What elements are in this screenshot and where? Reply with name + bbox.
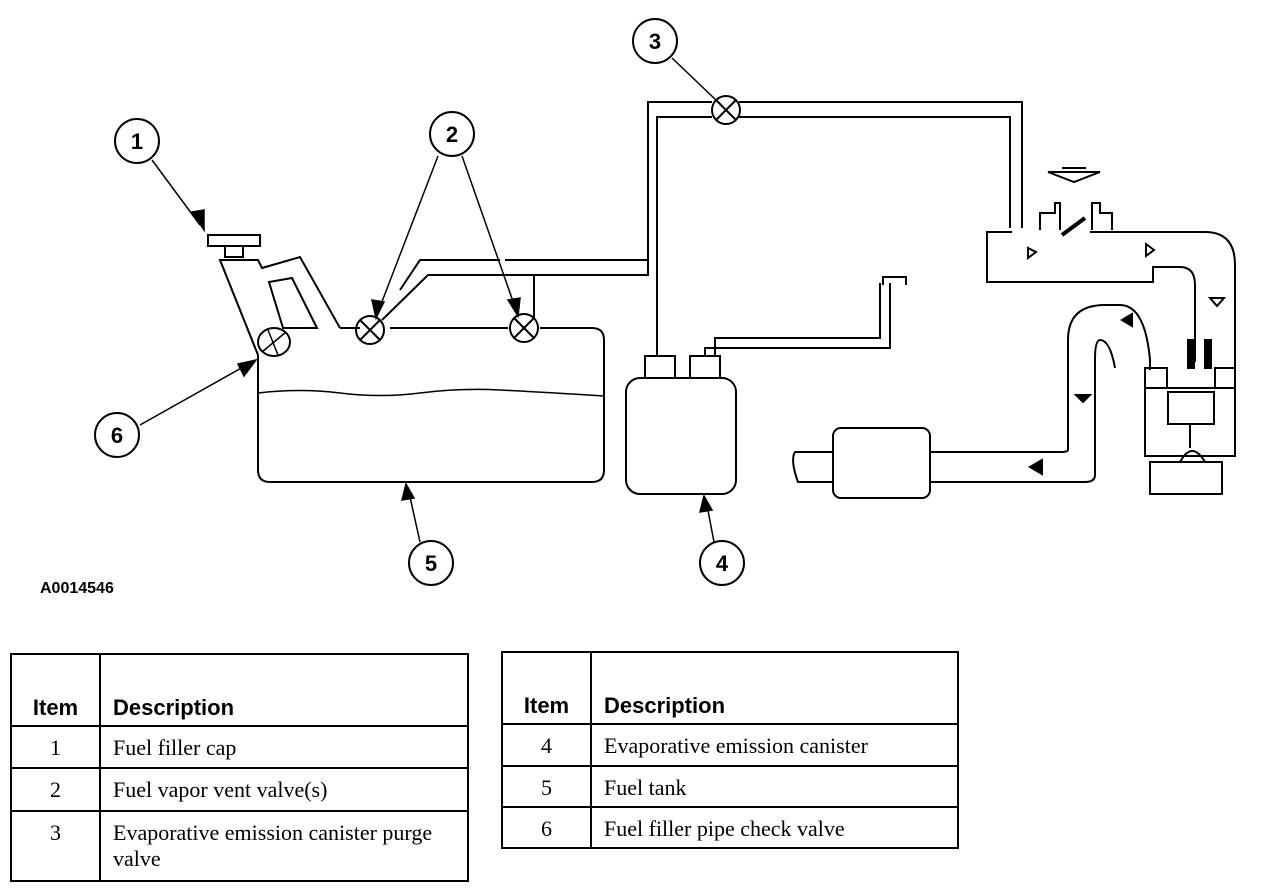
engine-cylinder xyxy=(1144,339,1236,495)
header-description: Description xyxy=(590,651,959,725)
filler-pipe-check-valve xyxy=(257,327,291,357)
item-number: 1 xyxy=(10,725,101,769)
svg-text:6: 6 xyxy=(111,423,123,448)
vapor-line xyxy=(381,101,1023,355)
vent-valve xyxy=(355,315,385,345)
intake-manifold xyxy=(986,167,1236,380)
leader-lines xyxy=(139,57,717,543)
svg-text:1: 1 xyxy=(131,129,143,154)
legend-table-left: Item Description 1 Fuel filler cap 2 Fue… xyxy=(10,653,469,882)
header-item: Item xyxy=(501,651,592,725)
table-row: 3 Evaporative emission canister purge va… xyxy=(10,810,469,882)
svg-text:3: 3 xyxy=(649,29,661,54)
item-number: 4 xyxy=(501,723,592,767)
filler-neck xyxy=(207,234,341,356)
header-item: Item xyxy=(10,653,101,727)
item-number: 5 xyxy=(501,765,592,808)
item-number: 6 xyxy=(501,806,592,849)
callout-1: 1 xyxy=(114,118,160,164)
purge-valve xyxy=(711,95,741,125)
item-number: 3 xyxy=(10,810,101,882)
table-row: 6 Fuel filler pipe check valve xyxy=(501,806,959,849)
svg-text:4: 4 xyxy=(716,551,729,576)
callout-5: 5 xyxy=(408,540,454,586)
item-description: Evaporative emission canister xyxy=(590,723,959,767)
vent-valve xyxy=(509,313,539,343)
item-description: Fuel tank xyxy=(590,765,959,808)
item-description: Fuel filler pipe check valve xyxy=(590,806,959,849)
callout-3: 3 xyxy=(632,18,678,64)
item-number: 2 xyxy=(10,767,101,812)
table-header: Item Description xyxy=(501,651,959,725)
callout-4: 4 xyxy=(699,540,745,586)
svg-text:5: 5 xyxy=(425,551,437,576)
callout-6: 6 xyxy=(94,412,140,458)
table-row: 2 Fuel vapor vent valve(s) xyxy=(10,767,469,812)
item-description: Fuel vapor vent valve(s) xyxy=(99,767,469,812)
item-description: Fuel filler cap xyxy=(99,725,469,769)
item-description: Evaporative emission canister purge valv… xyxy=(99,810,469,882)
callout-2: 2 xyxy=(429,111,475,157)
evap-system-diagram: 1 2 3 4 5 6 xyxy=(94,18,1236,586)
fuel-tank xyxy=(257,327,605,483)
svg-text:2: 2 xyxy=(446,122,458,147)
table-header: Item Description xyxy=(10,653,469,727)
exhaust-pipe xyxy=(792,304,1151,499)
table-row: 5 Fuel tank xyxy=(501,765,959,808)
legend-table-right: Item Description 4 Evaporative emission … xyxy=(501,651,959,849)
figure-id: A0014546 xyxy=(40,580,114,597)
canister xyxy=(625,276,907,495)
header-description: Description xyxy=(99,653,469,727)
table-row: 1 Fuel filler cap xyxy=(10,725,469,769)
table-row: 4 Evaporative emission canister xyxy=(501,723,959,767)
